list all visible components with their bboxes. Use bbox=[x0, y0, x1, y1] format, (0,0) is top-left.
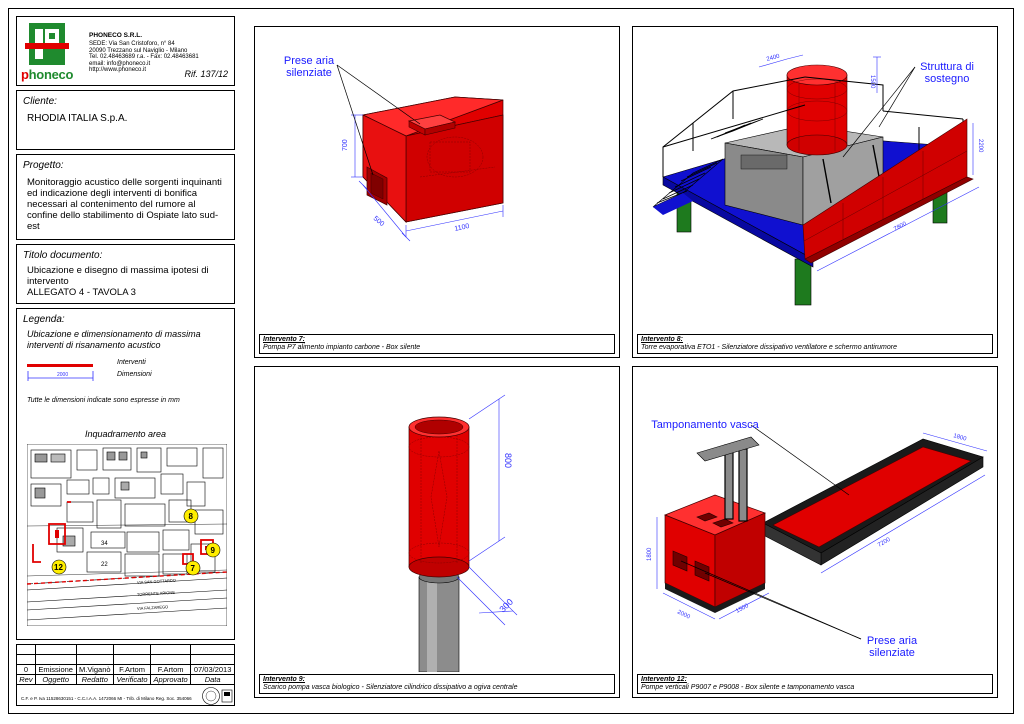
header-redatto: Redatto bbox=[75, 674, 115, 685]
box-silent-drawing: 700 500 1100 bbox=[336, 64, 504, 242]
company-box: phoneco PHONECO S.R.L. SEDE: Via San Cri… bbox=[16, 16, 235, 86]
revision-header-row: Rev Oggetto Redatto Verificato Approvato… bbox=[16, 674, 235, 685]
doc-title-label: Titolo documento: bbox=[23, 250, 103, 261]
header-rev: Rev bbox=[16, 674, 36, 685]
map-marker-12: 12 bbox=[54, 563, 63, 572]
caption-title: Intervento 8: bbox=[641, 336, 684, 343]
header-oggetto: Oggetto bbox=[34, 674, 77, 685]
cooling-tower-drawing: 2400 1500 2200 7800 bbox=[652, 54, 983, 306]
caption-intervento-9: Intervento 9: Scarico pompa vasca biolog… bbox=[259, 674, 615, 694]
project-value: Monitoraggio acustico delle sorgenti inq… bbox=[27, 177, 222, 232]
logo-wordmark: phoneco bbox=[21, 67, 73, 82]
dim-1500: 1500 bbox=[869, 75, 875, 89]
road-label-falzarego: VIA FALZAREGO bbox=[137, 604, 169, 611]
dim-1100: 1100 bbox=[454, 223, 470, 233]
callout-tamponamento: Tamponamento vasca bbox=[651, 419, 759, 431]
verificato-cell: F.Artom bbox=[113, 664, 152, 675]
legend-dim-text: 2000 bbox=[57, 372, 68, 378]
dim-2200: 2200 bbox=[977, 139, 983, 153]
dim-800: 800 bbox=[503, 453, 513, 468]
dim-700: 700 bbox=[342, 139, 349, 151]
doc-title-value: Ubicazione e disegno di massima ipotesi … bbox=[27, 265, 209, 287]
header-data: Data bbox=[190, 674, 235, 685]
legend-heading: Ubicazione e dimensionamento di massima … bbox=[27, 329, 201, 350]
callout-prese-aria: Prese aria silenziate bbox=[283, 55, 335, 79]
map-marker-9: 9 bbox=[211, 546, 216, 555]
approvato-cell: F.Artom bbox=[150, 664, 192, 675]
logo-letter: p bbox=[21, 67, 29, 82]
oggetto-cell: Emissione bbox=[34, 664, 77, 675]
company-line-1: SEDE: Via San Cristoforo, n° 84 bbox=[89, 41, 175, 47]
map-marker-8: 8 bbox=[189, 512, 194, 521]
caption-intervento-7: Intervento 7: Pompa P7 alimento impianto… bbox=[259, 334, 615, 354]
caption-intervento-12: Intervento 12: Pompe verticali P9007 e P… bbox=[637, 674, 993, 694]
client-value: RHODIA ITALIA S.p.A. bbox=[27, 113, 128, 124]
legend-box: Legenda: Ubicazione e dimensionamento di… bbox=[16, 308, 235, 640]
callout-prese-aria-12: Prese aria silenziate bbox=[866, 635, 918, 659]
legend-intervention-line bbox=[27, 364, 93, 367]
legend-label: Legenda: bbox=[23, 314, 65, 325]
phoneco-logo-icon bbox=[25, 23, 69, 65]
project-box: Progetto: Monitoraggio acustico delle so… bbox=[16, 154, 235, 240]
data-cell: 07/03/2013 bbox=[190, 664, 235, 675]
panel-intervento-9: 800 300 Intervento 9: Scarico pompa vasc… bbox=[254, 366, 620, 698]
caption-title: Intervento 9: bbox=[263, 676, 306, 683]
cylindrical-silencer-drawing: 800 300 bbox=[408, 394, 518, 672]
dim-2400: 2400 bbox=[766, 54, 781, 63]
legend-dimension-sample: 2000 bbox=[27, 371, 94, 381]
caption-intervento-8: Intervento 8: Torre evaporativa ETO1 - S… bbox=[637, 334, 993, 354]
legend-interventi-text: Interventi bbox=[117, 359, 146, 366]
caption-text: Pompe verticali P9007 e P9008 - Box sile… bbox=[641, 684, 855, 691]
dim-2000: 2000 bbox=[676, 609, 691, 621]
road-label-arione: TORRENTE ARIONE bbox=[137, 590, 176, 597]
logo-word: honeco bbox=[28, 67, 74, 82]
building-label-34: 34 bbox=[101, 541, 108, 547]
legend-dimensioni-text: Dimensioni bbox=[117, 371, 152, 378]
vertical-pumps-drawing: 1800 7200 1800 2000 1500 bbox=[647, 424, 988, 640]
revision-row: 0 Emissione M.Viganò F.Artom F.Artom 07/… bbox=[16, 664, 235, 675]
drawing-frame bbox=[8, 8, 1014, 714]
callout-struttura: Struttura di sostegno bbox=[920, 61, 974, 85]
rev-cell: 0 bbox=[16, 664, 36, 675]
map-title: Inquadramento area bbox=[84, 429, 167, 439]
caption-title: Intervento 7: bbox=[263, 336, 306, 343]
header-approvato: Approvato bbox=[150, 674, 192, 685]
doc-title-box: Titolo documento: Ubicazione e disegno d… bbox=[16, 244, 235, 304]
company-line-5: http://www.phoneco.it bbox=[89, 67, 147, 73]
road-label-gottardo: VIA SAN GOTTARDO bbox=[137, 578, 176, 585]
client-box: Cliente: RHODIA ITALIA S.p.A. bbox=[16, 90, 235, 150]
revision-table: 0 Emissione M.Viganò F.Artom F.Artom 07/… bbox=[16, 644, 235, 685]
area-map: 34 22 VIA SAN G bbox=[27, 444, 227, 626]
company-line-4: email: info@phoneco.it bbox=[89, 60, 151, 67]
panel-intervento-12: 1800 7200 1800 2000 1500 Tamponamento va… bbox=[632, 366, 998, 698]
redatto-cell: M.Viganò bbox=[75, 664, 115, 675]
company-line-2: 20090 Trezzano sul Naviglio - Milano bbox=[89, 47, 188, 54]
caption-text: Scarico pompa vasca biologico - Silenzia… bbox=[263, 684, 518, 691]
dim-1800-side: 1800 bbox=[647, 547, 653, 561]
map-marker-7: 7 bbox=[191, 564, 196, 573]
doc-title-allegato: ALLEGATO 4 - TAVOLA 3 bbox=[27, 287, 136, 298]
title-block: phoneco PHONECO S.R.L. SEDE: Via San Cri… bbox=[16, 16, 235, 706]
dim-1500: 1500 bbox=[735, 603, 750, 615]
caption-text: Torre evaporativa ETO1 - Silenziatore di… bbox=[641, 344, 898, 351]
footer-note: C.F. e P. Iva 11528630151 - C.C.I.A.A. 1… bbox=[21, 696, 192, 701]
panel-intervento-7: 700 500 1100 Prese aria silenziate Inter… bbox=[254, 26, 620, 358]
header-verificato: Verificato bbox=[113, 674, 152, 685]
company-name: PHONECO S.R.L. bbox=[89, 32, 143, 39]
caption-title: Intervento 12: bbox=[641, 676, 687, 683]
certification-seal-icon bbox=[202, 687, 233, 705]
company-line-3: Tel. 02.48463689 r.a. - Fax: 02.48463681 bbox=[89, 54, 199, 60]
project-label: Progetto: bbox=[23, 160, 64, 171]
panel-intervento-8: 2400 1500 2200 7800 Struttura di sostegn… bbox=[632, 26, 998, 358]
caption-text: Pompa P7 alimento impianto carbone - Box… bbox=[263, 344, 421, 351]
reference-number: Rif. 137/12 bbox=[184, 69, 228, 79]
building-label-22: 22 bbox=[101, 562, 108, 568]
dim-1800-top: 1800 bbox=[952, 433, 967, 443]
dim-500: 500 bbox=[372, 215, 386, 228]
client-label: Cliente: bbox=[23, 96, 57, 107]
dim-7800: 7800 bbox=[893, 221, 908, 233]
legend-note: Tutte le dimensioni indicate sono espres… bbox=[27, 397, 180, 404]
footer-box: C.F. e P. Iva 11528630151 - C.C.I.A.A. 1… bbox=[16, 684, 235, 706]
